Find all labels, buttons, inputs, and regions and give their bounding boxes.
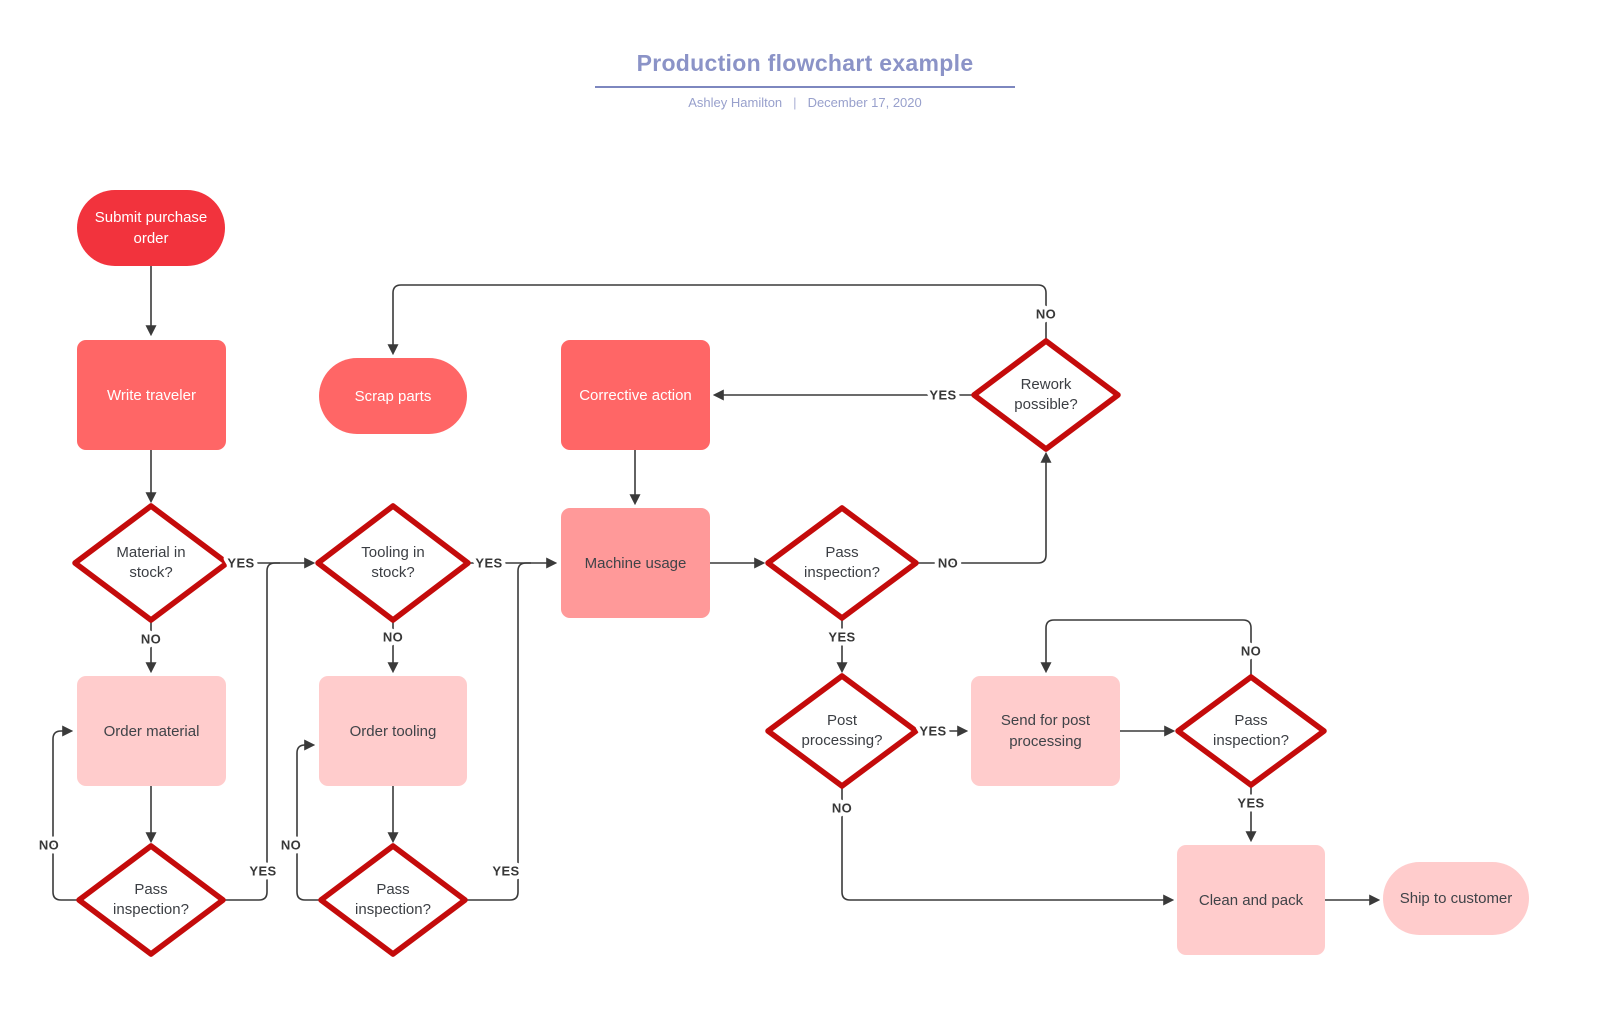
node-order-tooling[interactable]: Order tooling (319, 676, 467, 786)
node-pass-inspection-material-label[interactable]: Pass inspection? (113, 880, 189, 918)
node-tooling-in-stock-label[interactable]: Tooling in stock? (361, 543, 425, 581)
edge-post-no-to-clean (841, 786, 1175, 906)
decision-pass-inspection-machining-shape[interactable] (765, 505, 919, 621)
edge-label-inspection-post-no: NO (1241, 644, 1261, 659)
byline: Ashley Hamilton | December 17, 2020 (5, 95, 1600, 110)
byline-separator: | (793, 95, 797, 110)
edge-inspection-tooling-no-loop (296, 739, 321, 901)
page-title: Production flowchart example (636, 50, 974, 76)
edge-label-material-no: NO (141, 632, 161, 647)
node-material-in-stock-label[interactable]: Material in stock? (116, 543, 186, 581)
decision-rework-possible-shape[interactable] (971, 338, 1121, 452)
author: Ashley Hamilton (688, 95, 783, 110)
node-pass-inspection-machining-label[interactable]: Pass inspection? (804, 543, 880, 581)
node-ship-to-customer[interactable]: Ship to customer (1383, 862, 1529, 935)
edge-label-material-yes: YES (227, 556, 254, 571)
edge-inspection-machining-no-to-rework (916, 451, 1052, 564)
edge-inspection-material-no-loop (52, 725, 79, 901)
node-send-for-post-processing[interactable]: Send for post processing (971, 676, 1120, 786)
node-machine-usage[interactable]: Machine usage (561, 508, 710, 618)
edge-label-inspection-material-yes: YES (249, 864, 276, 879)
header: Production flowchart example Ashley Hami… (5, 50, 1600, 110)
edge-label-tooling-no: NO (383, 630, 403, 645)
node-clean-and-pack[interactable]: Clean and pack (1177, 845, 1325, 955)
node-pass-inspection-post-label[interactable]: Pass inspection? (1213, 711, 1289, 749)
decision-tooling-in-stock-shape[interactable] (315, 503, 471, 623)
node-rework-possible-label[interactable]: Rework possible? (1014, 375, 1078, 413)
edge-label-rework-no: NO (1036, 307, 1056, 322)
node-post-processing-label[interactable]: Post processing? (801, 711, 883, 749)
edge-label-post-processing-yes: YES (919, 724, 946, 739)
decision-material-in-stock-shape[interactable] (72, 503, 230, 623)
edge-label-inspection-tooling-no: NO (281, 838, 301, 853)
edge-label-inspection-tooling-yes: YES (492, 864, 519, 879)
edge-inspection-tooling-yes-merge (465, 562, 531, 901)
node-scrap-parts[interactable]: Scrap parts (319, 358, 467, 434)
edge-label-inspection-post-yes: YES (1237, 796, 1264, 811)
node-order-material[interactable]: Order material (77, 676, 226, 786)
decision-pass-inspection-material-shape[interactable] (76, 843, 226, 957)
edge-label-inspection-machining-no: NO (938, 556, 958, 571)
node-pass-inspection-tooling-label[interactable]: Pass inspection? (355, 880, 431, 918)
decision-post-processing-shape[interactable] (765, 673, 919, 789)
edge-label-rework-yes: YES (929, 388, 956, 403)
node-write-traveler[interactable]: Write traveler (77, 340, 226, 450)
edge-label-post-processing-no: NO (832, 801, 852, 816)
node-corrective-action[interactable]: Corrective action (561, 340, 710, 450)
decision-pass-inspection-post-shape[interactable] (1175, 674, 1327, 788)
edge-label-inspection-machining-yes: YES (828, 630, 855, 645)
node-submit-purchase-order[interactable]: Submit purchase order (77, 190, 225, 266)
edge-rework-no-to-scrap (387, 284, 1047, 356)
edge-label-inspection-material-no: NO (39, 838, 59, 853)
edge-inspection-material-yes-merge (223, 562, 280, 901)
decision-pass-inspection-tooling-shape[interactable] (318, 843, 468, 957)
edge-inspection-post-no-loop (1040, 619, 1252, 677)
date: December 17, 2020 (807, 95, 922, 110)
edge-label-tooling-yes: YES (475, 556, 502, 571)
title-underline (595, 86, 1015, 88)
